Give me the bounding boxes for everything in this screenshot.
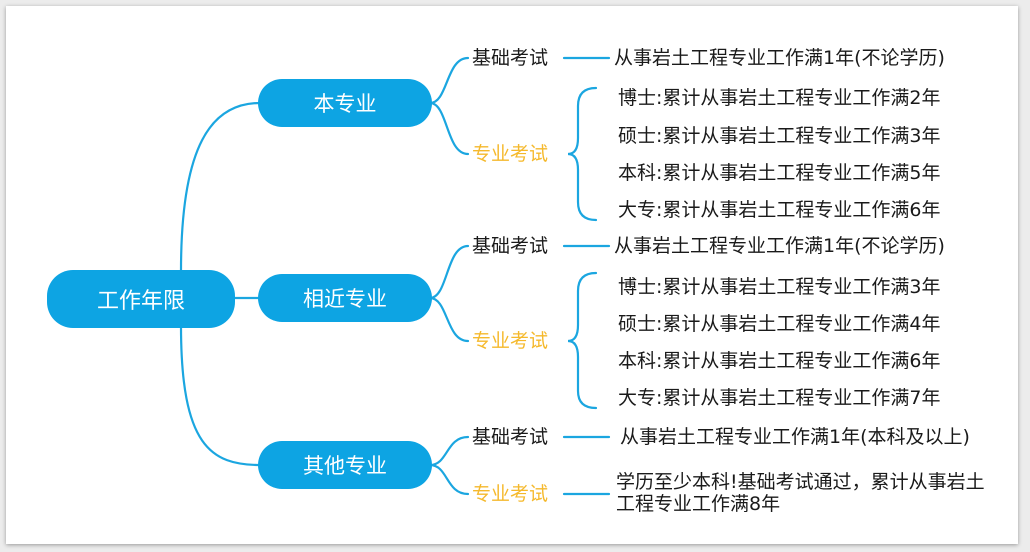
b2-pro-item-4: 大专:累计从事岩土工程专业工作满7年: [618, 387, 941, 409]
link-b3-basic: [428, 435, 470, 467]
link-b2-basic: [428, 244, 470, 300]
mindmap-canvas: 工作年限 本专业 相近专业 其他专业 基础考试 从事岩土工程专业工作满1年(不论…: [6, 6, 1018, 544]
b2-basic-requirement: 从事岩土工程专业工作满1年(不论学历): [614, 235, 945, 257]
link-b1-pro: [428, 101, 470, 156]
connector-lines: [179, 56, 611, 496]
link-root-branch-3: [179, 324, 262, 467]
b2-pro-item-1: 博士:累计从事岩土工程专业工作满3年: [618, 276, 941, 298]
b2-pro-label: 专业考试: [472, 330, 549, 352]
b3-basic-label: 基础考试: [472, 426, 549, 448]
b1-pro-label: 专业考试: [472, 143, 549, 165]
b1-pro-item-4: 大专:累计从事岩土工程专业工作满6年: [618, 199, 941, 221]
link-b3-pro: [428, 463, 470, 496]
b3-basic-requirement: 从事岩土工程专业工作满1年(本科及以上): [620, 426, 970, 448]
b1-basic-requirement: 从事岩土工程专业工作满1年(不论学历): [614, 47, 945, 69]
link-root-branch-1: [179, 101, 262, 273]
b1-pro-item-2: 硕士:累计从事岩土工程专业工作满3年: [618, 125, 941, 147]
branch-node-related-major[interactable]: 相近专业: [258, 274, 432, 322]
branch-node-other-major[interactable]: 其他专业: [258, 441, 432, 489]
link-b2-pro: [428, 296, 470, 343]
brace-b2: [567, 271, 598, 410]
b2-pro-item-3: 本科:累计从事岩土工程专业工作满6年: [618, 350, 941, 372]
branch-node-same-major[interactable]: 本专业: [258, 79, 432, 127]
b1-pro-item-3: 本科:累计从事岩土工程专业工作满5年: [618, 162, 941, 184]
b2-pro-item-2: 硕士:累计从事岩土工程专业工作满4年: [618, 313, 941, 335]
b3-pro-item-1: 学历至少本科!基础考试通过，累计从事岩土工程专业工作满8年: [616, 471, 985, 515]
link-b1-basic: [428, 56, 470, 105]
b3-pro-label: 专业考试: [472, 483, 549, 505]
brace-b1: [567, 86, 598, 222]
b1-basic-label: 基础考试: [472, 47, 549, 69]
b2-basic-label: 基础考试: [472, 235, 549, 257]
b1-pro-item-1: 博士:累计从事岩土工程专业工作满2年: [618, 87, 941, 109]
root-node[interactable]: 工作年限: [47, 270, 235, 328]
